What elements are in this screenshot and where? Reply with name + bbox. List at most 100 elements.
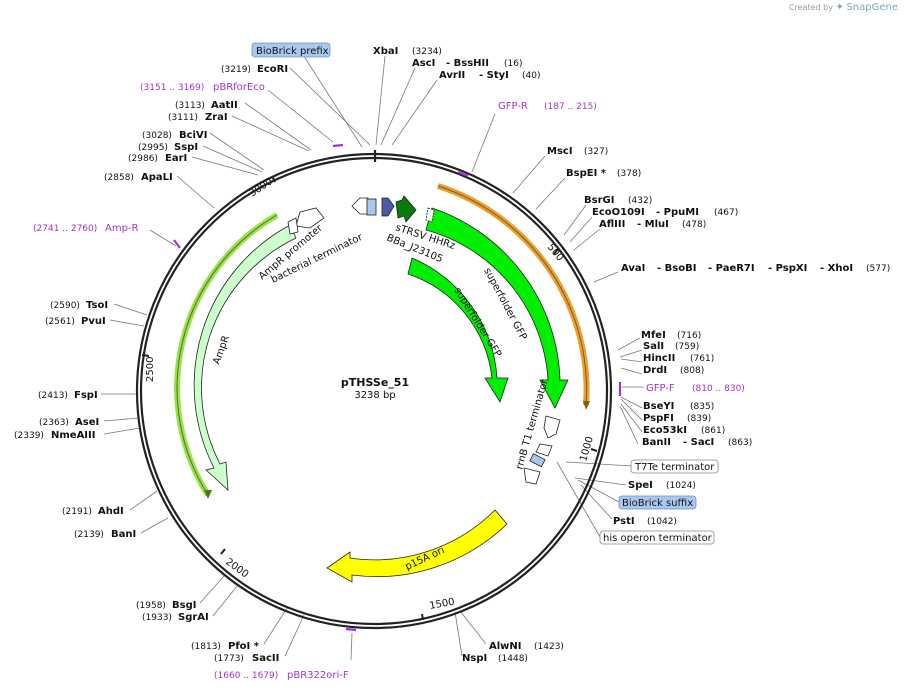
enzyme-drdi-pos: (808): [680, 366, 704, 376]
enzyme-bcivi-pos: (3028): [142, 131, 172, 141]
enzyme-bseyi: BseYI: [643, 401, 674, 412]
prefix-terminator-arrow: [351, 197, 369, 215]
enzyme-sspi: SspI: [174, 142, 198, 153]
t7te-terminator-box: [630, 459, 719, 474]
enzyme-mfei-pos: (716): [677, 331, 701, 341]
snapgene-logo-icon: ✦: [835, 2, 844, 13]
enzyme-apali-pos: (2858): [104, 173, 134, 183]
enzyme-pspfi-pos: (839): [687, 414, 711, 424]
ampr-promoter-arrow: [295, 207, 325, 229]
primer-gfp-r-name: GFP-R: [498, 101, 528, 112]
enzyme-asei-pos: (2363): [39, 418, 69, 428]
enzyme-sacii: SacII: [252, 653, 279, 664]
t7te-terminator-label: T7Te terminator: [634, 462, 715, 473]
enzyme-pspfi: PspFI: [643, 413, 674, 424]
enzyme-bseyi-pos: (835): [690, 402, 714, 412]
tick-3000: 3000: [248, 176, 275, 199]
enzyme-pfoi-pos: (1813): [191, 642, 221, 652]
enzyme-zrai: ZraI: [205, 112, 228, 123]
primer-amp-r-range: (2741 .. 2760): [33, 224, 97, 234]
enzyme-bcivi: BciVI: [179, 130, 207, 141]
enzyme-nspi: NspI: [462, 653, 487, 664]
biobrick-suffix-label: BioBrick suffix: [622, 498, 693, 509]
enzyme-drdi: DrdI: [643, 365, 667, 376]
enzyme-eco53ki: Eco53kI: [643, 425, 687, 436]
enzyme-saci: - SacI: [683, 437, 714, 448]
biobrick-prefix-label: BioBrick prefix: [256, 46, 329, 57]
enzyme-eari-pos: (2986): [128, 154, 158, 164]
enzyme-styi: - StyI: [479, 70, 509, 81]
enzyme-sgrai: SgrAI: [178, 612, 209, 623]
enzyme-xhoi: - XhoI: [820, 263, 853, 274]
enzyme-fspi-pos: (2413): [38, 391, 68, 401]
his-operon-terminator-label: his operon terminator: [603, 533, 713, 544]
enzyme-afliii: AflIII: [599, 219, 625, 230]
enzyme-eco53ki-pos: (861): [701, 426, 725, 436]
enzyme-sali-pos: (759): [675, 342, 699, 352]
enzyme-sali: SalI: [643, 341, 664, 352]
enzyme-paer7i: - PaeR7I: [708, 263, 755, 274]
gfp-start-block: [425, 207, 435, 223]
primer-amp-r-name: Amp-R: [105, 223, 139, 234]
enzyme-ahdi-pos: (2191): [62, 507, 92, 517]
enzyme-bsgi-pos: (1958): [136, 601, 166, 611]
enzyme-zrai-pos: (3111): [168, 113, 198, 123]
enzyme-pspxi: - PspXI: [768, 263, 807, 274]
enzyme-asei: AseI: [75, 417, 99, 428]
biobrick-suffix-block: [529, 453, 546, 468]
strsv-hhrz-arrow: [381, 197, 395, 217]
enzyme-bani: BanI: [111, 529, 136, 540]
enzyme-aatii-pos: (3113): [175, 101, 205, 111]
biobrick-prefix-box: [251, 42, 331, 58]
enzyme-alwni-pos: (1423): [534, 642, 564, 652]
enzyme-ppumi-pos: (467): [714, 208, 738, 218]
enzyme-ecori-pos: (3219): [221, 65, 251, 75]
primer-pbrforeco-range: (3151 .. 3169): [140, 83, 204, 93]
enzyme-styi-pos: (40): [522, 71, 540, 81]
enzyme-sacii-pos: (1773): [214, 654, 244, 664]
enzyme-tsoi-pos: (2590): [50, 301, 80, 311]
enzyme-fspi: FspI: [74, 390, 98, 401]
enzyme-avai: AvaI: [621, 263, 645, 274]
enzyme-xbai-pos: (3234): [412, 47, 442, 57]
plasmid-size: 3238 bp: [354, 390, 395, 401]
enzyme-xbai: XbaI: [373, 46, 398, 57]
enzyme-bsshii-pos: (16): [504, 59, 522, 69]
credit-brand: SnapGene: [846, 2, 898, 13]
tick-marks: [141, 175, 598, 621]
biobrick-suffix-box: [618, 495, 697, 510]
tick-2500: 2500: [145, 357, 156, 382]
enzyme-nspi-pos: (1448): [498, 654, 528, 664]
enzyme-alwni: AlwNI: [489, 641, 522, 652]
biobrick-prefix-block: [366, 198, 377, 216]
enzyme-hincii-pos: (761): [690, 354, 714, 364]
snapgene-credit: Created by ✦ SnapGene: [789, 2, 898, 13]
tick-500: 500: [545, 242, 566, 264]
enzyme-avrii: AvrII: [439, 70, 465, 81]
enzyme-banii: BanII: [642, 437, 671, 448]
enzyme-ppumi: - PpuMI: [656, 207, 699, 218]
gfp-primer-region-line: [437, 185, 588, 406]
primer-gfp-f-name: GFP-F: [646, 383, 675, 394]
enzyme-bsgi: BsgI: [172, 600, 196, 611]
primer-pbr322ori-f-range: (1660 .. 1679): [214, 671, 278, 681]
enzyme-spei: SpeI: [628, 480, 653, 491]
enzyme-bsrgi-pos: (432): [628, 196, 652, 206]
enzyme-msci-pos: (327): [584, 147, 608, 157]
enzyme-mlui-pos: (478): [682, 220, 706, 230]
enzyme-pfoi: PfoI *: [228, 641, 260, 652]
t7te-terminator-block: [535, 443, 553, 457]
ampr-primer-region-arrowhead: [204, 490, 212, 499]
bba-j23105-arrow: [395, 195, 417, 223]
enzyme-asci: AscI: [412, 58, 435, 69]
primer-pbr322ori-f-name: pBR322ori-F: [287, 670, 349, 681]
primer-markers: [173, 143, 622, 632]
enzyme-pvui-pos: (2561): [45, 317, 75, 327]
enzyme-apali: ApaLI: [141, 172, 173, 183]
enzyme-nmeaiii-pos: (2339): [14, 431, 44, 441]
enzyme-bspei: BspEI *: [566, 168, 607, 179]
enzyme-nmeaiii: NmeAIII: [51, 430, 95, 441]
primer-pbrforeco-name: pBRforEco: [213, 82, 265, 93]
ampr-arrow: [193, 224, 297, 491]
